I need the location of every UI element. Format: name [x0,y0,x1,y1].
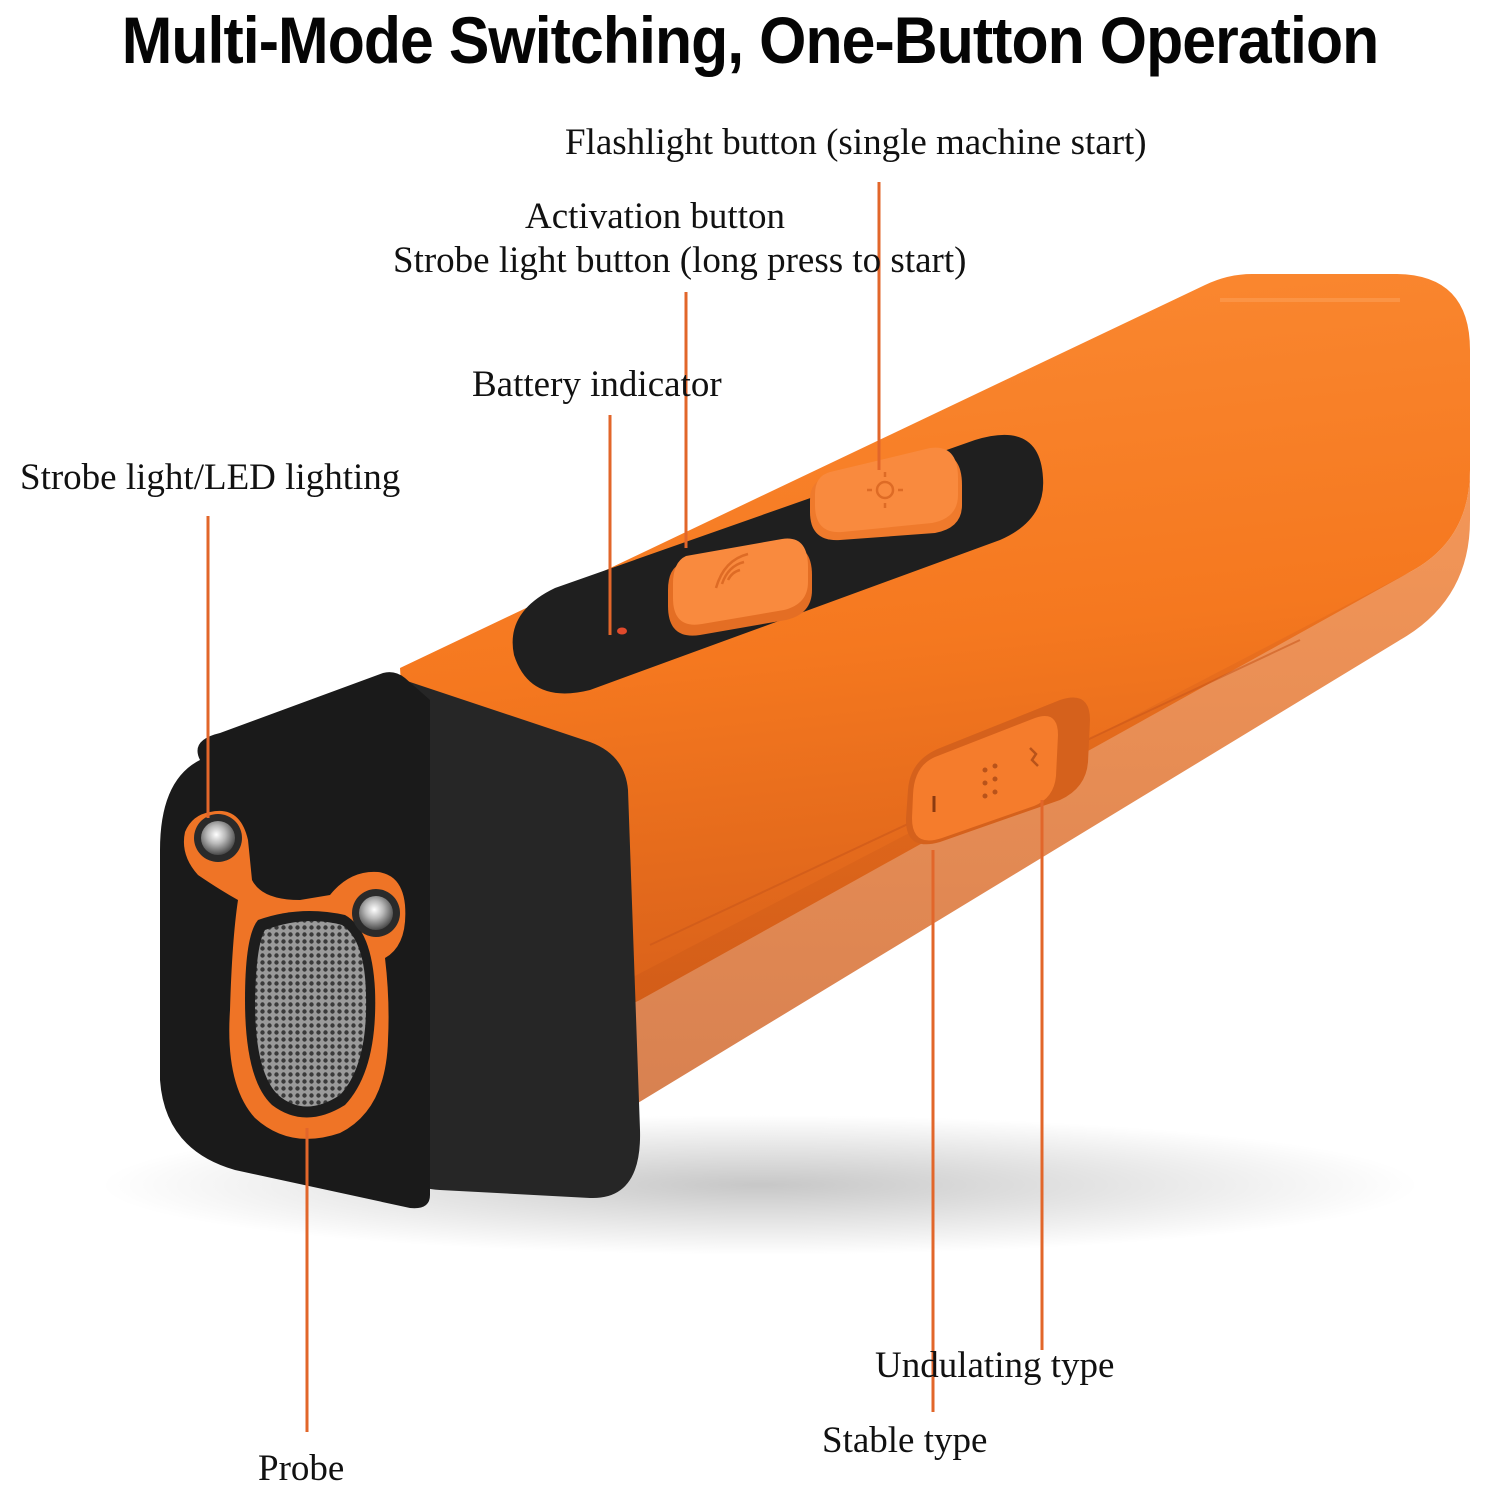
led-light-left [194,814,242,862]
mode-switch[interactable] [905,697,1090,845]
probe-speaker-mesh [255,921,367,1107]
label-activation-button: Activation button [525,196,785,237]
label-stable-type: Stable type [822,1420,988,1461]
led-light-right [352,889,400,937]
label-flashlight-button: Flashlight button (single machine start) [565,122,1147,163]
battery-indicator-light [617,627,627,635]
leader-lines [206,182,1044,1432]
label-battery-indicator: Battery indicator [472,364,722,405]
flashlight-button[interactable] [810,447,962,541]
label-probe: Probe [258,1448,345,1489]
sound-wave-icon [714,552,749,589]
mode-symbols-icon [982,747,1039,799]
label-undulating-type: Undulating type [875,1345,1115,1386]
label-strobe-led: Strobe light/LED lighting [20,457,401,498]
flashlight-symbol-icon [867,472,903,508]
activation-button[interactable] [668,538,812,636]
label-strobe-light-button: Strobe light button (long press to start… [393,240,967,281]
headline: Multi-Mode Switching, One-Button Operati… [121,3,1380,77]
